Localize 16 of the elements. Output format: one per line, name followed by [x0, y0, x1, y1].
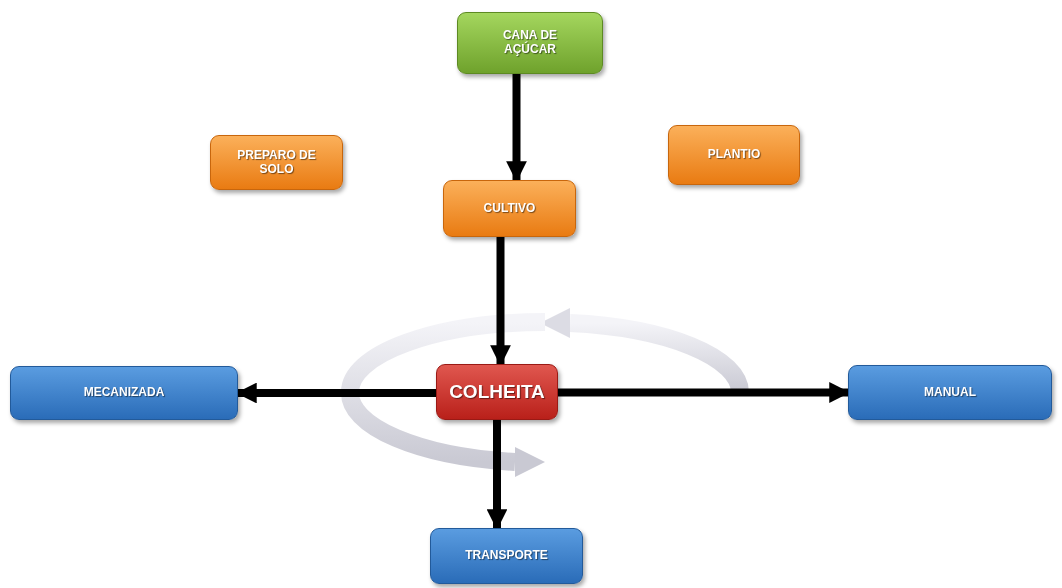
process-box: [443, 180, 576, 237]
process-box: [457, 12, 603, 74]
box-label: TRANSPORTE: [465, 549, 548, 563]
process-box: [10, 366, 238, 420]
box-label: PLANTIO: [707, 148, 761, 162]
process-box: [848, 365, 1052, 420]
box-label: MANUAL: [924, 385, 976, 400]
box-label: MECANIZADA: [83, 386, 165, 400]
process-box: [210, 135, 343, 190]
box-label: PREPARO DE SOLO: [236, 148, 317, 177]
box-label: CULTIVO: [483, 201, 536, 216]
process-box: [430, 528, 583, 584]
box-label: CANA DE AÇÚCAR: [501, 29, 559, 57]
process-box: [436, 364, 558, 420]
box-label: COLHEITA: [449, 381, 545, 403]
process-box: [668, 125, 800, 185]
